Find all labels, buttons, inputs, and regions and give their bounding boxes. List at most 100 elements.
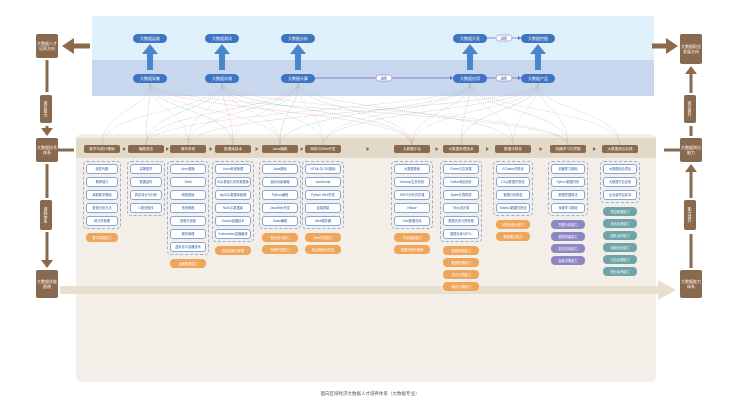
course-card: 大数据行业应用: [603, 177, 637, 187]
connector-curve: [221, 82, 569, 146]
course-card: Linux基础: [170, 164, 206, 174]
connector-curve: [512, 82, 539, 146]
head-chevron: [435, 147, 439, 151]
link-label-box: [375, 74, 393, 82]
up-arrow-shaft: [535, 52, 541, 70]
course-card: Shell: [170, 177, 206, 187]
course-card: 机器学习基础: [551, 164, 585, 174]
skill-pill: 数据采集能力: [443, 246, 479, 255]
connector-curve: [469, 82, 621, 146]
course-group: [259, 161, 301, 229]
connector-curve: [145, 82, 223, 146]
skill-pill: 算法应用能力: [551, 244, 585, 253]
course-card: 数据分析报告: [496, 190, 530, 200]
course-group: [493, 161, 533, 216]
direction-band: [92, 16, 654, 60]
course-card: MySQL数据库管理: [215, 190, 251, 200]
skill-pill: 模型构建能力: [551, 232, 585, 241]
capability-node: 大数据产品: [521, 74, 555, 83]
course-card: 网络基础: [170, 190, 206, 200]
connector-curve: [297, 82, 324, 146]
direction-node: 大数据挖掘: [521, 34, 555, 43]
course-card: 算法设计与分析: [130, 190, 162, 200]
right-top-box: 大数据职业发展方向: [680, 34, 702, 64]
course-card: Flume日志采集: [443, 164, 479, 174]
connector-curve: [537, 82, 569, 146]
course-card: Web服务器: [305, 216, 341, 226]
course-card: 数据结构: [130, 177, 162, 187]
link-arrow: [518, 36, 521, 40]
course-card: Linux系统管理: [215, 164, 251, 174]
link-arrow: [450, 76, 453, 80]
skill-pill: 综合应用能力: [603, 219, 637, 228]
course-group: [600, 161, 640, 203]
head-chevron: [539, 147, 543, 151]
connector-curve: [279, 82, 471, 146]
skill-pill: 离线计算能力: [443, 282, 479, 291]
skill-pill: 系统运维与部署: [215, 246, 251, 255]
right-v2-box: 能力提升: [684, 200, 696, 230]
connector-curve: [411, 82, 471, 146]
capability-node: 大数据采集: [133, 74, 167, 83]
link-label: 进阶: [501, 75, 509, 80]
left-v2-box: 课程体系: [40, 200, 52, 230]
course-card: 虚拟化与容器技术: [170, 242, 206, 252]
skill-pill: 数据处理能力: [443, 258, 479, 267]
course-card: Tableau数据可视化: [496, 203, 530, 213]
course-group: [127, 161, 165, 216]
course-card: C语言程序: [130, 203, 162, 213]
course-card: HTML与CSS基础: [305, 164, 341, 174]
up-arrow-head: [214, 44, 230, 54]
course-card: 高等数学: [130, 164, 162, 174]
course-card: Hadoop生态系统: [394, 177, 430, 187]
course-card: 数据仓库与ETL: [443, 229, 479, 239]
course-head: 大数据综合实践: [602, 145, 638, 153]
course-card: 数值分析方法: [86, 203, 118, 213]
course-card: Python编程: [262, 190, 298, 200]
skill-pill: Web开发能力: [305, 233, 341, 242]
course-card: 深度学习基础: [551, 203, 585, 213]
left-top-box: 大数据人才培养方向: [36, 34, 58, 58]
course-card: 服务管理: [170, 229, 206, 239]
skill-pill: 数学建模能力: [86, 233, 118, 242]
up-arrow-head: [530, 44, 546, 54]
course-card: 大数据基础: [394, 164, 430, 174]
link-label: 进阶: [501, 35, 509, 40]
up-arrow-head: [462, 44, 478, 54]
connector-curve: [187, 82, 299, 146]
skill-pill: 挖掘分析能力: [551, 220, 585, 229]
course-card: JavaWeb开发: [262, 203, 298, 213]
course-card: Hive数据仓库: [394, 216, 430, 226]
skill-pill: 行业实践能力: [603, 255, 637, 264]
course-card: Docker容器技术: [215, 216, 251, 226]
link-label: 进阶: [381, 75, 389, 80]
course-card: 离散数学基础: [86, 190, 118, 200]
skill-pill: 智能决策能力: [551, 256, 585, 265]
course-card: JavaScript: [305, 177, 341, 187]
skill-pill: 数据存储与管理: [394, 245, 430, 254]
up-arrow-shaft: [147, 52, 153, 70]
course-card: 数据清洗与预处理: [443, 216, 479, 226]
direction-node: 大数据开发: [453, 34, 487, 43]
head-chevron: [209, 147, 213, 151]
course-card: Spark计算框架: [443, 190, 479, 200]
skill-pill: 数据展示能力: [496, 232, 530, 241]
course-card: 企业级项目实训: [603, 190, 637, 200]
skill-pill: 程序设计能力: [262, 233, 298, 242]
course-card: D3.js数据可视化: [496, 177, 530, 187]
skill-pill: 可视化设计能力: [496, 220, 530, 229]
course-group: [212, 161, 254, 242]
connector-curve: [469, 82, 569, 146]
course-card: SQL基础与关系数据库: [215, 177, 251, 187]
course-card: 进程与线程: [170, 216, 206, 226]
direction-node: 大数据分析: [281, 34, 315, 43]
capability-node: 大数据存储: [205, 74, 239, 83]
connector-curve: [101, 82, 151, 146]
course-card: HBase: [394, 203, 430, 213]
head-chevron: [593, 147, 596, 151]
skill-pill: 职业素养能力: [603, 267, 637, 276]
head-chevron: [255, 147, 259, 151]
skill-pill: 平台搭建能力: [394, 233, 430, 242]
link-label-box: [495, 34, 513, 42]
